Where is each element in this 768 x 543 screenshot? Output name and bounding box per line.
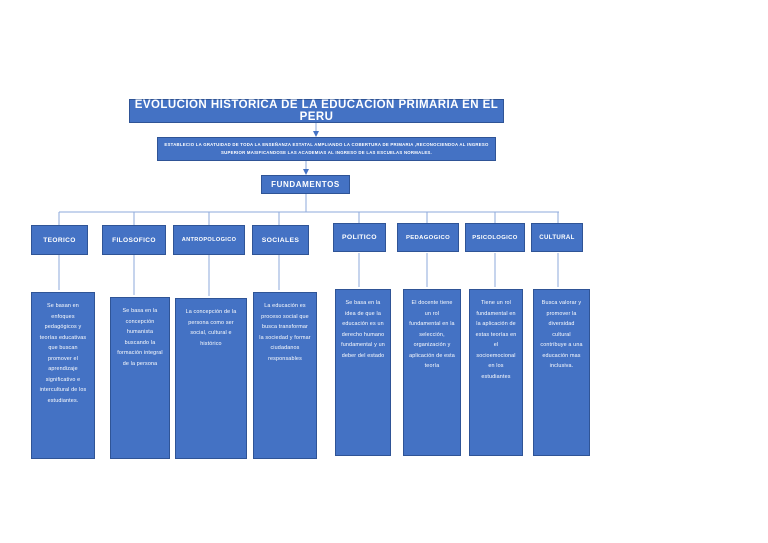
description-politico: Se basa en la idea de que la educación e… [335, 289, 391, 456]
category-cultural: CULTURAL [531, 223, 583, 252]
description-antropologico: La concepción de la persona como ser soc… [175, 298, 247, 459]
category-politico: POLITICO [333, 223, 386, 252]
statement-text: ESTABLECIO LA GRATUIDAD DE TODA LA ENSEÑ… [164, 142, 489, 155]
description-filosofico: Se basa en la concepción humanista busca… [110, 297, 170, 459]
description-teorico: Se basan en enfoques pedagógicos y teorí… [31, 292, 95, 459]
fundamentos-label: FUNDAMENTOS [271, 180, 340, 189]
description-cultural-text: Busca valorar y promover la diversidad c… [540, 300, 583, 370]
category-psicologico: PSICOLOGICO [465, 223, 525, 252]
description-pedagogico: El docente tiene un rol fundamental en l… [403, 289, 461, 456]
description-cultural: Busca valorar y promover la diversidad c… [533, 289, 590, 456]
description-filosofico-text: Se basa en la concepción humanista busca… [117, 308, 163, 367]
description-teorico-text: Se basan en enfoques pedagógicos y teorí… [39, 303, 87, 404]
description-psicologico-text: Tiene un rol fundamental en la aplicació… [475, 300, 517, 380]
description-sociales: La educación es proceso social que busca… [253, 292, 317, 459]
category-antropologico: ANTROPOLOGICO [173, 225, 245, 255]
diagram-title: EVOLUCION HISTORICA DE LA EDUCACION PRIM… [129, 99, 504, 123]
fundamentos-node: FUNDAMENTOS [261, 175, 350, 194]
category-antropologico-label: ANTROPOLOGICO [181, 237, 237, 243]
category-cultural-label: CULTURAL [539, 234, 575, 241]
category-teorico-label: TEORICO [43, 236, 76, 244]
category-psicologico-label: PSICOLOGICO [472, 234, 518, 241]
description-pedagogico-text: El docente tiene un rol fundamental en l… [409, 300, 455, 370]
category-teorico: TEORICO [31, 225, 88, 255]
description-antropologico-text: La concepción de la persona como ser soc… [185, 309, 237, 347]
description-psicologico: Tiene un rol fundamental en la aplicació… [469, 289, 523, 456]
category-sociales: SOCIALES [252, 225, 309, 255]
category-pedagogico-label: PEDAGOGICO [405, 234, 451, 241]
category-pedagogico: PEDAGOGICO [397, 223, 459, 252]
category-filosofico-label: FILOSOFICO [112, 236, 156, 244]
category-sociales-label: SOCIALES [261, 236, 300, 244]
description-politico-text: Se basa en la idea de que la educación e… [341, 300, 385, 359]
description-sociales-text: La educación es proceso social que busca… [259, 303, 311, 362]
diagram-title-text: EVOLUCION HISTORICA DE LA EDUCACION PRIM… [134, 99, 499, 123]
category-politico-label: POLITICO [342, 234, 377, 241]
statement-box: ESTABLECIO LA GRATUIDAD DE TODA LA ENSEÑ… [157, 137, 496, 161]
category-filosofico: FILOSOFICO [102, 225, 166, 255]
